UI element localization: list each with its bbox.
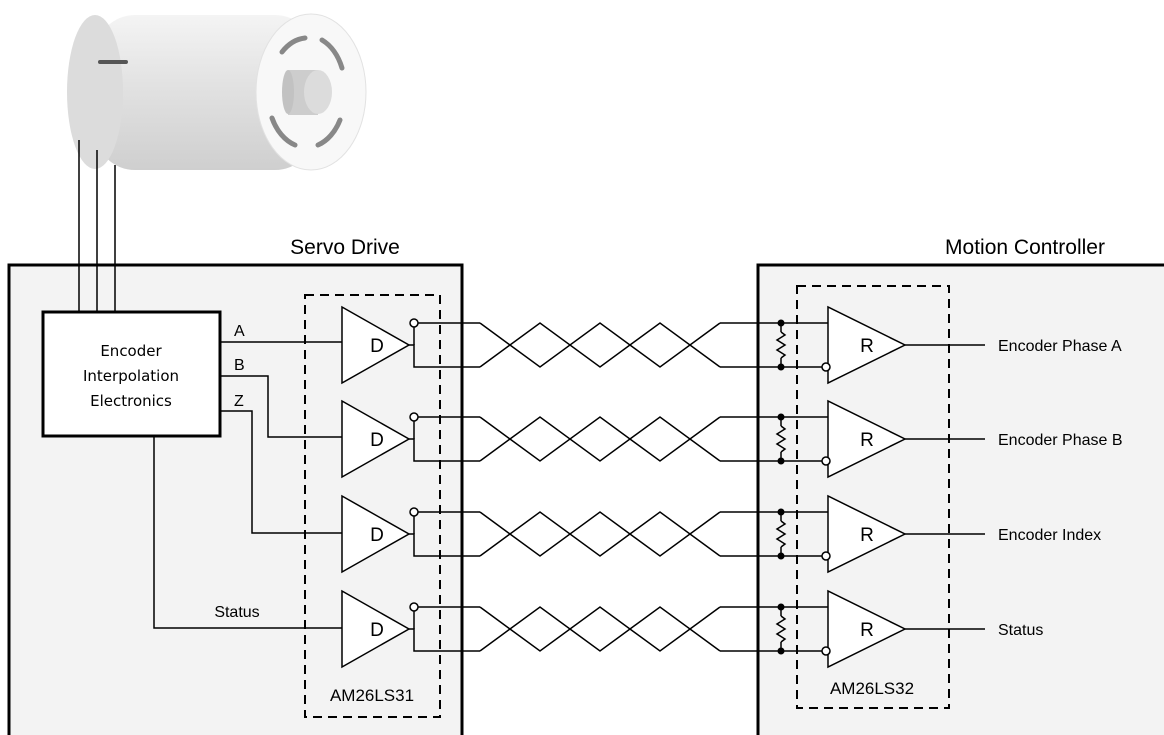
receiver-gate-label-3: R: [860, 525, 874, 546]
driver-input-wiring: [153, 341, 342, 629]
twisted-pair-wire-b-3: [479, 511, 721, 557]
motion-controller-title: Motion Controller: [945, 236, 1105, 259]
motor-icon: [67, 13, 367, 171]
output-label-4: Status: [998, 622, 1043, 639]
twisted-pair-wire-a-3: [479, 511, 721, 557]
junction-dot-top-4: [777, 603, 785, 611]
junction-dot-bottom-1: [777, 363, 785, 371]
motor-cable: [78, 140, 116, 312]
signal-label-z: Z: [234, 393, 244, 410]
encoder-block-line-3: Electronics: [90, 392, 172, 410]
resistor-icon-1: [775, 331, 787, 359]
motion-controller-box: [756, 263, 1164, 735]
output-label-3: Encoder Index: [998, 527, 1101, 544]
receiver-chip-outline: [796, 285, 950, 709]
receiver-gate-label-2: R: [860, 430, 874, 451]
receiver-gate-3: [827, 494, 907, 574]
junction-dot-bottom-4: [777, 647, 785, 655]
junction-dot-top-3: [777, 508, 785, 516]
receiver-chip-label: AM26LS32: [830, 679, 914, 698]
driver-inverted-bubble-3: [409, 507, 419, 517]
twisted-pair-wire-b-1: [479, 322, 721, 368]
receiver-inverted-bubble-1: [821, 362, 831, 372]
receiver-gate-4: [827, 589, 907, 669]
receiver-gate-label-4: R: [860, 620, 874, 641]
resistor-icon-3: [775, 520, 787, 548]
driver-gate-label-4: D: [370, 620, 384, 641]
driver-true-output-2: [409, 438, 480, 462]
driver-gate-2: [341, 399, 411, 479]
driver-gate-label-2: D: [370, 430, 384, 451]
driver-gate-1: [341, 305, 411, 385]
channels: D R Encoder Phase A D R Encoder Phase B D R Enco…: [341, 305, 1123, 669]
resistor-icon-2: [775, 425, 787, 453]
junction-dot-bottom-2: [777, 457, 785, 465]
driver-true-output-4: [409, 628, 480, 652]
junction-dot-top-2: [777, 413, 785, 421]
driver-chip-label: AM26LS31: [330, 686, 414, 705]
receiver-gate-label-1: R: [860, 336, 874, 357]
twisted-pair-wire-a-2: [479, 416, 721, 462]
driver-inverted-bubble-4: [409, 602, 419, 612]
twisted-pair-wire-b-2: [479, 416, 721, 462]
receiver-inverted-bubble-2: [821, 456, 831, 466]
twisted-pair-wire-b-4: [479, 606, 721, 652]
encoder-interpolation-block: [41, 310, 222, 438]
twisted-pair-wire-a-1: [479, 322, 721, 368]
junction-dot-top-1: [777, 319, 785, 327]
driver-true-output-3: [409, 533, 480, 557]
driver-inverted-bubble-1: [409, 318, 419, 328]
signal-label-a: A: [234, 323, 245, 340]
driver-true-output-1: [409, 344, 480, 368]
driver-inverted-bubble-2: [409, 412, 419, 422]
resistor-icon-4: [775, 615, 787, 643]
driver-gate-4: [341, 589, 411, 669]
receiver-inverted-bubble-3: [821, 551, 831, 561]
twisted-pair-wire-a-4: [479, 606, 721, 652]
driver-gate-label-1: D: [370, 336, 384, 357]
encoder-block-line-1: Encoder: [100, 342, 162, 360]
driver-gate-3: [341, 494, 411, 574]
signal-label-b: B: [234, 357, 245, 374]
signal-label-status: Status: [214, 604, 259, 621]
output-label-1: Encoder Phase A: [998, 338, 1122, 355]
servo-drive-title: Servo Drive: [290, 236, 400, 259]
junction-dot-bottom-3: [777, 552, 785, 560]
receiver-gate-2: [827, 399, 907, 479]
output-label-2: Encoder Phase B: [998, 432, 1123, 449]
driver-chip-outline: [304, 294, 441, 718]
receiver-gate-1: [827, 305, 907, 385]
driver-gate-label-3: D: [370, 525, 384, 546]
receiver-inverted-bubble-4: [821, 646, 831, 656]
encoder-block-line-2: Interpolation: [83, 367, 179, 385]
